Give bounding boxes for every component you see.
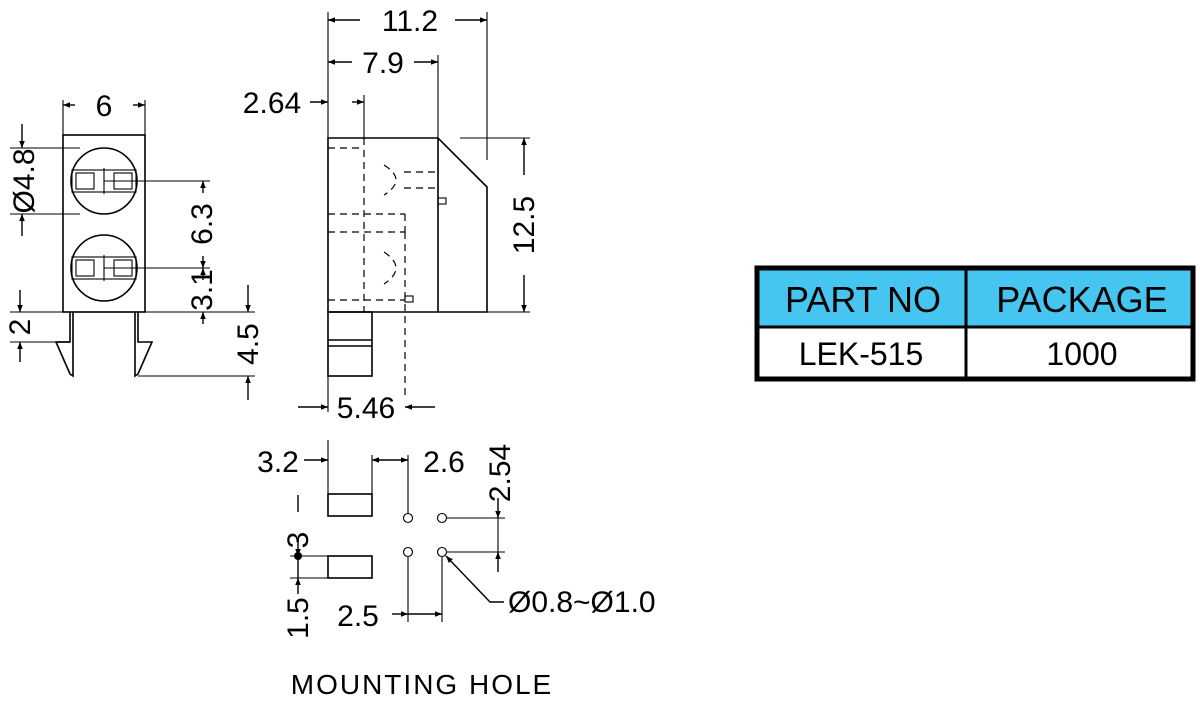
mount-hole-2 <box>436 512 448 524</box>
mount-slot-top <box>327 493 373 517</box>
dim-led-diameter: Ø4.8 <box>8 148 41 213</box>
mount-hole-3 <box>402 546 414 558</box>
front-view: 6 Ø4.8 6.3 3.1 2 4.5 <box>4 90 265 400</box>
mounting-hole-view: 3.2 2.6 2.54 3 1.5 2.5 Ø0.8~Ø1.0 MOUNTIN… <box>257 440 656 700</box>
table-cell-package: 1000 <box>1046 336 1117 372</box>
dim-height: 12.5 <box>508 196 541 254</box>
table-header-part-no: PART NO <box>785 279 941 320</box>
dim-hole-diameter: Ø0.8~Ø1.0 <box>508 586 656 619</box>
mount-slot-bottom <box>327 555 373 579</box>
dim-pin-offset: 5.46 <box>337 392 395 425</box>
dim-mount-2-6: 2.6 <box>423 446 465 479</box>
dim-width-7-9: 7.9 <box>362 47 404 80</box>
dim-mount-2-54: 2.54 <box>484 444 517 502</box>
dim-mount-3: 3 <box>282 532 315 549</box>
dim-width-2-64: 2.64 <box>243 87 301 120</box>
dim-led-bottom: 3.1 <box>186 269 219 311</box>
mount-hole-4 <box>436 546 448 558</box>
table-header-background <box>757 268 1193 327</box>
dim-mount-2-5: 2.5 <box>337 600 379 633</box>
table-header-package: PACKAGE <box>996 279 1167 320</box>
mounting-hole-caption: MOUNTING HOLE <box>291 669 553 700</box>
dim-front-width: 6 <box>96 90 113 123</box>
dim-led-pitch: 6.3 <box>186 203 219 245</box>
dim-pin-length: 4.5 <box>232 323 265 365</box>
mount-hole-1 <box>402 512 414 524</box>
dim-mount-1-5: 1.5 <box>282 597 315 639</box>
dim-pin-2: 2 <box>4 319 37 336</box>
part-table: PART NO PACKAGE LEK-515 1000 <box>754 265 1196 382</box>
dim-overall-width: 11.2 <box>382 5 438 38</box>
table-cell-part-no: LEK-515 <box>799 336 924 372</box>
dim-mount-3-2: 3.2 <box>257 446 299 479</box>
side-view: 11.2 7.9 2.64 12.5 5.46 <box>243 5 541 425</box>
